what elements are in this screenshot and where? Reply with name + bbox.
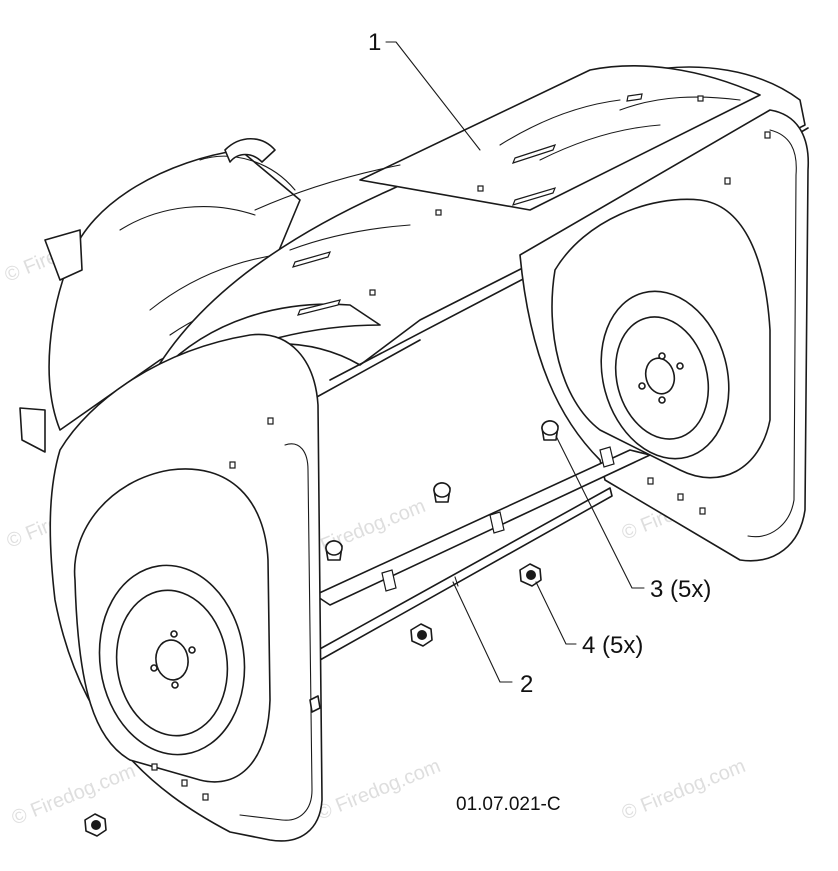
carriage-bolt-1 [325, 540, 343, 561]
hex-nuts [84, 563, 542, 837]
carriage-bolt-3 [541, 420, 559, 441]
callout-1: 1 [368, 29, 381, 56]
auger-drum [19, 137, 361, 453]
leader-line-1 [385, 41, 481, 151]
callout-4: 4 (5x) [582, 632, 643, 659]
callout-2: 2 [520, 671, 533, 698]
leader-line-4 [535, 581, 577, 645]
left-side-plate [49, 333, 323, 842]
callout-3: 3 (5x) [650, 576, 711, 603]
watermark-6: © Firedog.com [9, 760, 139, 830]
carriage-bolts [325, 420, 559, 561]
watermark-8: © Firedog.com [619, 755, 749, 825]
housing-top-sheet [149, 65, 809, 399]
hex-nut-2 [410, 623, 433, 647]
leader-lines [385, 41, 645, 683]
leader-line-3 [555, 435, 645, 589]
hex-nut-3 [84, 813, 107, 837]
right-side-plate [519, 109, 810, 562]
scraper-bar [314, 446, 651, 661]
watermark-7: © Firedog.com [314, 755, 444, 825]
figure-id: 01.07.021-C [456, 794, 561, 815]
carriage-bolt-2 [433, 482, 451, 503]
leader-line-2 [452, 581, 513, 683]
hex-nut-1 [519, 563, 542, 587]
